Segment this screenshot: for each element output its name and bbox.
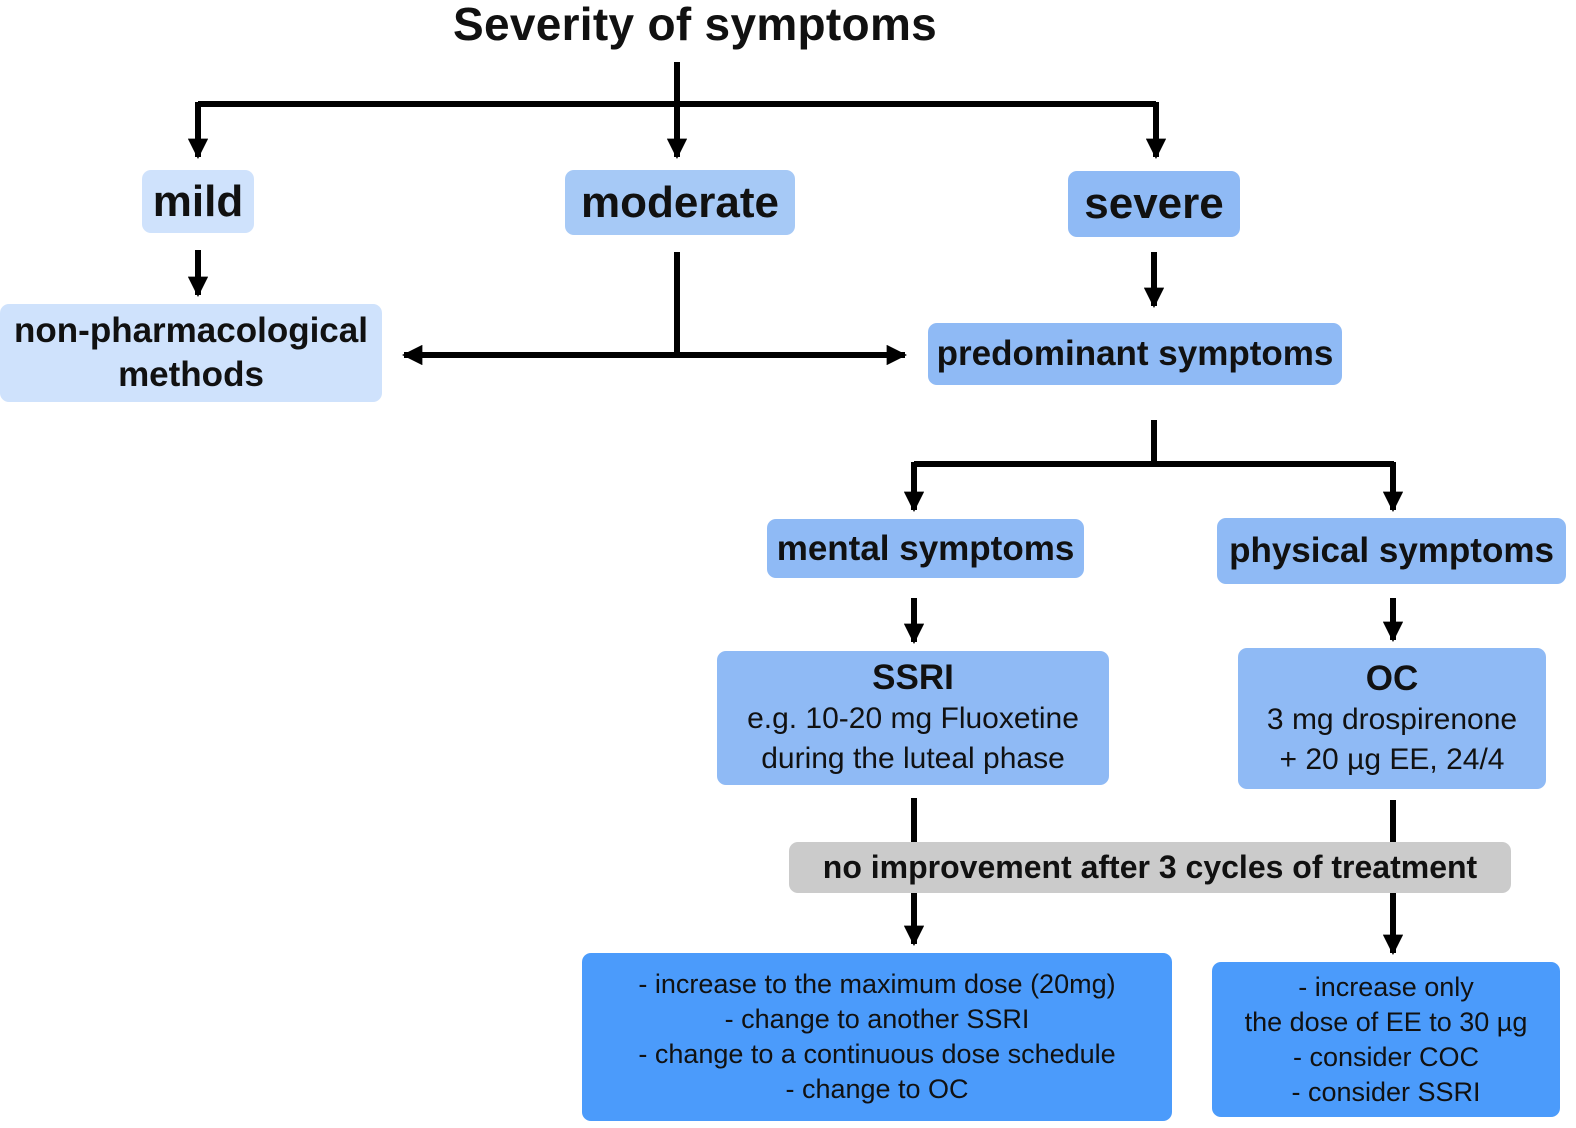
mental-label: mental symptoms bbox=[776, 528, 1075, 568]
diagram-title: Severity of symptoms bbox=[452, 0, 938, 50]
ssri-next-line-1: - increase to the maximum dose (20mg) bbox=[638, 969, 1116, 999]
oc-next-line-4: - consider SSRI bbox=[1291, 1076, 1481, 1107]
oc-line-2: + 20 µg EE, 24/4 bbox=[1279, 742, 1505, 776]
ssri-next-line-3: - change to a continuous dose schedule bbox=[638, 1039, 1116, 1069]
oc-next-steps-box: - increase only the dose of EE to 30 µg … bbox=[1212, 962, 1560, 1117]
non-pharm-line-2: methods bbox=[118, 355, 264, 394]
predominant-label: predominant symptoms bbox=[936, 334, 1334, 373]
ssri-line-1: e.g. 10-20 mg Fluoxetine bbox=[747, 702, 1079, 735]
no-improvement-box: no improvement after 3 cycles of treatme… bbox=[789, 842, 1511, 893]
oc-next-line-2: the dose of EE to 30 µg bbox=[1244, 1006, 1528, 1037]
physical-label: physical symptoms bbox=[1229, 531, 1554, 570]
non-pharmacological-box: non-pharmacological methods bbox=[0, 304, 382, 402]
physical-symptoms-box: physical symptoms bbox=[1217, 518, 1566, 584]
ssri-next-line-2: - change to another SSRI bbox=[724, 1004, 1030, 1034]
non-pharm-line-1: non-pharmacological bbox=[14, 311, 368, 350]
mild-box: mild bbox=[142, 170, 254, 233]
mental-symptoms-box: mental symptoms bbox=[767, 519, 1084, 578]
oc-box: OC 3 mg drospirenone + 20 µg EE, 24/4 bbox=[1238, 648, 1546, 789]
predominant-symptoms-box: predominant symptoms bbox=[928, 323, 1342, 385]
ssri-next-steps-box: - increase to the maximum dose (20mg) - … bbox=[582, 953, 1172, 1121]
oc-next-line-3: - consider COC bbox=[1292, 1041, 1480, 1072]
moderate-label: moderate bbox=[580, 177, 780, 227]
no-improvement-label: no improvement after 3 cycles of treatme… bbox=[822, 849, 1478, 885]
oc-line-1: 3 mg drospirenone bbox=[1266, 702, 1518, 736]
moderate-box: moderate bbox=[565, 170, 795, 235]
mild-label: mild bbox=[152, 176, 244, 226]
oc-name: OC bbox=[1365, 658, 1419, 698]
ssri-line-2: during the luteal phase bbox=[761, 742, 1065, 775]
ssri-name: SSRI bbox=[872, 658, 954, 697]
ssri-next-line-4: - change to OC bbox=[785, 1074, 969, 1104]
severe-box: severe bbox=[1068, 171, 1240, 237]
oc-next-line-1: - increase only bbox=[1298, 971, 1474, 1002]
ssri-box: SSRI e.g. 10-20 mg Fluoxetine during the… bbox=[717, 651, 1109, 785]
severe-label: severe bbox=[1084, 179, 1224, 228]
